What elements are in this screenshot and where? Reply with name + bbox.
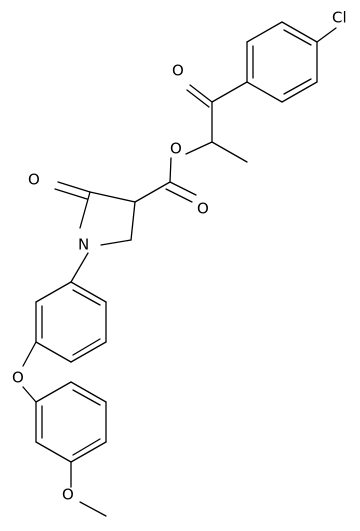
phenylene-ring bbox=[35, 281, 107, 363]
methoxy-oxygen-label: O bbox=[62, 486, 74, 504]
ester-carbonyl-oxygen-label: O bbox=[197, 200, 209, 218]
pyrrolidinone-ring bbox=[54, 181, 171, 283]
bond-ring-to-chlorine bbox=[316, 27, 337, 43]
keto-ester-linker bbox=[165, 81, 248, 203]
chlorophenyl-ring bbox=[246, 21, 318, 103]
bond-methoxy-oxygen-to-methyl bbox=[79, 501, 107, 517]
bond-ring-to-ether-oxygen bbox=[22, 341, 37, 367]
ketone-oxygen-label: O bbox=[172, 62, 184, 80]
lactam-oxygen-label: O bbox=[28, 171, 40, 189]
chlorine-label: Cl bbox=[332, 9, 347, 27]
bond-ether-oxygen-to-ring bbox=[22, 386, 37, 403]
ether-oxygen-label: O bbox=[12, 369, 24, 387]
nitrogen-label: N bbox=[78, 236, 89, 254]
methoxyphenyl-ring bbox=[35, 381, 107, 463]
ester-oxygen-label: O bbox=[170, 140, 182, 158]
